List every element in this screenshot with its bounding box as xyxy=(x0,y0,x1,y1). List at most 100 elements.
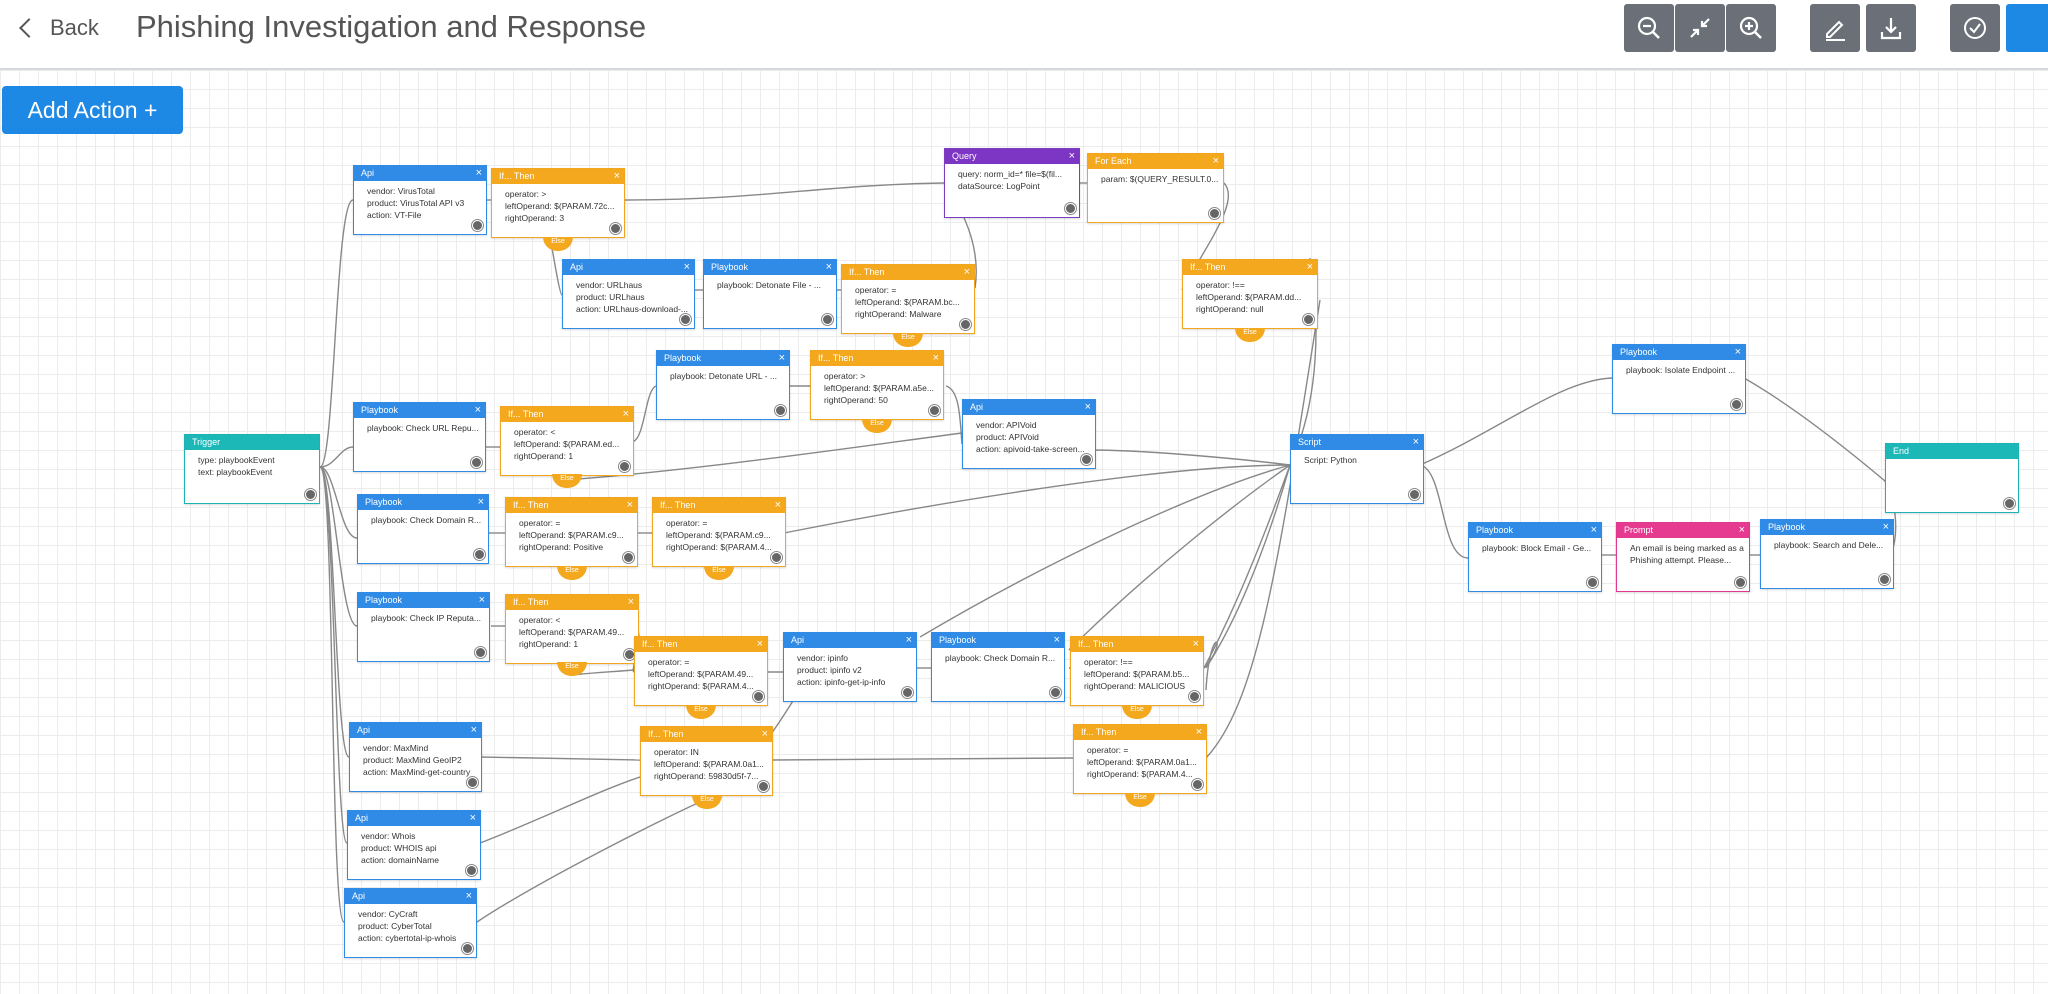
for-each-node[interactable]: For Each× param: $(QUERY_RESULT.0... xyxy=(1087,153,1224,223)
else-tab[interactable]: Else xyxy=(1125,793,1155,807)
close-icon[interactable]: × xyxy=(761,728,768,740)
close-icon[interactable]: × xyxy=(1084,401,1091,413)
gear-icon[interactable] xyxy=(771,552,782,563)
close-icon[interactable]: × xyxy=(478,594,485,606)
else-tab[interactable]: Else xyxy=(893,333,923,347)
else-tab[interactable]: Else xyxy=(686,705,716,719)
if-then-vt-node[interactable]: If... Then× operator: >leftOperand: $(PA… xyxy=(491,168,625,238)
gear-icon[interactable] xyxy=(475,647,486,658)
playbook-search-delete-node[interactable]: Playbook× playbook: Search and Dele... xyxy=(1760,519,1894,589)
gear-icon[interactable] xyxy=(462,943,473,954)
gear-icon[interactable] xyxy=(680,314,691,325)
playbook-check-url-node[interactable]: Playbook× playbook: Check URL Repu... xyxy=(353,402,486,472)
else-tab[interactable]: Else xyxy=(543,237,573,251)
playbook-check-domain2-node[interactable]: Playbook× playbook: Check Domain R... xyxy=(931,632,1065,702)
close-icon[interactable]: × xyxy=(1590,524,1597,536)
save-button[interactable] xyxy=(2006,4,2048,52)
gear-icon[interactable] xyxy=(1731,399,1742,410)
add-action-button[interactable]: Add Action + xyxy=(2,86,183,134)
else-tab[interactable]: Else xyxy=(557,566,587,580)
else-tab[interactable]: Else xyxy=(862,419,892,433)
validate-button[interactable] xyxy=(1950,4,2000,52)
close-icon[interactable]: × xyxy=(778,352,785,364)
gear-icon[interactable] xyxy=(471,457,482,468)
gear-icon[interactable] xyxy=(758,781,769,792)
zoom-in-button[interactable] xyxy=(1726,4,1776,52)
script-python-node[interactable]: Script× Script: Python xyxy=(1290,434,1424,504)
if-then-c9-node[interactable]: If... Then× operator: =leftOperand: $(PA… xyxy=(652,497,786,567)
gear-icon[interactable] xyxy=(1081,454,1092,465)
close-icon[interactable]: × xyxy=(774,499,781,511)
gear-icon[interactable] xyxy=(1735,577,1746,588)
if-then-malicious-node[interactable]: If... Then× operator: !==leftOperand: $(… xyxy=(1070,636,1204,706)
close-icon[interactable]: × xyxy=(1412,436,1419,448)
close-icon[interactable]: × xyxy=(1192,638,1199,650)
fit-to-screen-button[interactable] xyxy=(1675,4,1725,52)
close-icon[interactable]: × xyxy=(1053,634,1060,646)
close-icon[interactable]: × xyxy=(1195,726,1202,738)
gear-icon[interactable] xyxy=(619,461,630,472)
close-icon[interactable]: × xyxy=(1306,261,1313,273)
gear-icon[interactable] xyxy=(1209,208,1220,219)
query-node[interactable]: Query× query: norm_id=* file=$(fil...dat… xyxy=(944,148,1080,218)
if-then-50-node[interactable]: If... Then× operator: >leftOperand: $(PA… xyxy=(810,350,944,420)
if-then-49-node[interactable]: If... Then× operator: =leftOperand: $(PA… xyxy=(634,636,768,706)
close-icon[interactable]: × xyxy=(825,261,832,273)
if-then-ip-node[interactable]: If... Then× operator: <leftOperand: $(PA… xyxy=(505,594,639,664)
playbook-isolate-endpoint-node[interactable]: Playbook× playbook: Isolate Endpoint ... xyxy=(1612,344,1746,414)
gear-icon[interactable] xyxy=(472,220,483,231)
gear-icon[interactable] xyxy=(1587,577,1598,588)
close-icon[interactable]: × xyxy=(756,638,763,650)
gear-icon[interactable] xyxy=(1192,779,1203,790)
gear-icon[interactable] xyxy=(610,223,621,234)
gear-icon[interactable] xyxy=(467,777,478,788)
else-tab[interactable]: Else xyxy=(692,795,722,809)
close-icon[interactable]: × xyxy=(1738,524,1745,536)
gear-icon[interactable] xyxy=(960,319,971,330)
close-icon[interactable]: × xyxy=(932,352,939,364)
close-icon[interactable]: × xyxy=(470,724,477,736)
close-icon[interactable]: × xyxy=(1068,150,1075,162)
edit-button[interactable] xyxy=(1810,4,1860,52)
gear-icon[interactable] xyxy=(902,687,913,698)
gear-icon[interactable] xyxy=(929,405,940,416)
else-tab[interactable]: Else xyxy=(1122,705,1152,719)
gear-icon[interactable] xyxy=(1065,203,1076,214)
gear-icon[interactable] xyxy=(753,691,764,702)
close-icon[interactable]: × xyxy=(613,170,620,182)
close-icon[interactable]: × xyxy=(627,596,634,608)
gear-icon[interactable] xyxy=(822,314,833,325)
close-icon[interactable]: × xyxy=(469,812,476,824)
end-node[interactable]: End xyxy=(1885,443,2019,513)
close-icon[interactable]: × xyxy=(465,890,472,902)
download-button[interactable] xyxy=(1866,4,1916,52)
else-tab[interactable]: Else xyxy=(552,474,582,488)
else-tab[interactable]: Else xyxy=(704,566,734,580)
zoom-out-button[interactable] xyxy=(1624,4,1674,52)
gear-icon[interactable] xyxy=(474,549,485,560)
gear-icon[interactable] xyxy=(775,405,786,416)
playbook-detonate-file-node[interactable]: Playbook× playbook: Detonate File - ... xyxy=(703,259,837,329)
if-then-url-node[interactable]: If... Then× operator: <leftOperand: $(PA… xyxy=(500,406,634,476)
else-tab[interactable]: Else xyxy=(557,662,587,676)
close-icon[interactable]: × xyxy=(622,408,629,420)
gear-icon[interactable] xyxy=(623,552,634,563)
close-icon[interactable]: × xyxy=(683,261,690,273)
gear-icon[interactable] xyxy=(1050,687,1061,698)
close-icon[interactable]: × xyxy=(475,167,482,179)
playbook-check-ip-node[interactable]: Playbook× playbook: Check IP Reputa... xyxy=(357,592,490,662)
else-tab[interactable]: Else xyxy=(1235,328,1265,342)
close-icon[interactable]: × xyxy=(477,496,484,508)
close-icon[interactable]: × xyxy=(963,266,970,278)
gear-icon[interactable] xyxy=(1879,574,1890,585)
playbook-check-domain-node[interactable]: Playbook× playbook: Check Domain R... xyxy=(357,494,489,564)
